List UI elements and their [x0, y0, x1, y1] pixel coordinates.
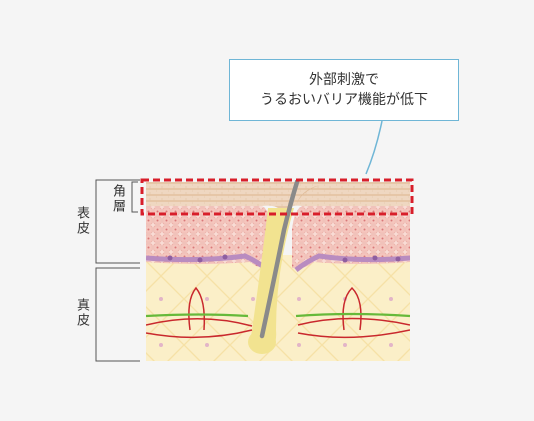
callout-line-2: うるおいバリア機能が低下 [260, 92, 428, 108]
label-dermis: 真皮 [74, 298, 89, 328]
stratum-corneum [146, 182, 410, 212]
callout-line-1: 外部刺激で [309, 72, 379, 88]
label-epidermis: 表皮 [74, 206, 89, 236]
callout-pointer [365, 120, 383, 175]
hair-bulb [248, 330, 276, 354]
callout-box: 外部刺激で うるおいバリア機能が低下 [229, 59, 459, 121]
stratum-corneum-highlight [140, 178, 414, 216]
epidermis-layer [146, 206, 272, 269]
label-stratum-corneum: 角層 [110, 184, 125, 214]
nerve-fiber [146, 312, 410, 318]
basal-layer [294, 253, 410, 272]
layer-brackets [95, 179, 140, 362]
epidermis-layer [292, 206, 410, 269]
hair-shaft [259, 180, 300, 339]
